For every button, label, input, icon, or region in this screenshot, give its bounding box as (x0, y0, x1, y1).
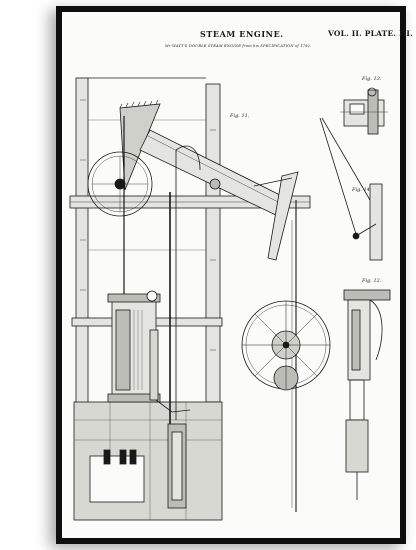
valve-detail (340, 87, 388, 135)
beam-and-sector (119, 99, 299, 261)
upper-wheel (87, 151, 153, 217)
plate-subtitle: Mr WATT'S DOUBLE STEAM ENGINE from his S… (165, 44, 312, 48)
cylinder-detail (343, 289, 391, 500)
steam-cylinder (107, 290, 191, 509)
piston-rods (123, 116, 297, 512)
governor-linkage (319, 117, 383, 261)
figure-label-main: Fig. 11. (230, 113, 250, 119)
figure-label-cylinder: Fig. 12. (362, 278, 382, 284)
figure-label-valve: Fig. 13. (362, 76, 382, 82)
figure-label-governor: Fig. 14. (352, 187, 372, 193)
foundation (73, 401, 223, 521)
volume-plate-label: VOL. II. PLATE. III. (328, 29, 413, 38)
plate-title: STEAM ENGINE. (200, 29, 284, 39)
flywheel (241, 300, 331, 391)
